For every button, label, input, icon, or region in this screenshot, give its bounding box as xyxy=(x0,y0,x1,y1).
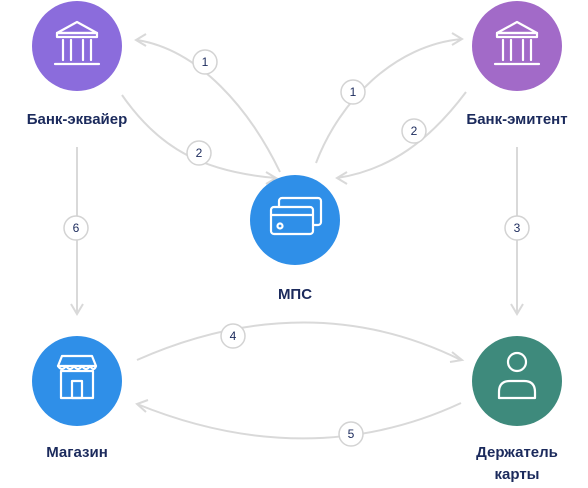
connector-mps-to-issuer xyxy=(315,32,464,164)
connector-shop-to-cardholder xyxy=(136,321,465,363)
node-label-cardholder-line1: Держатель xyxy=(476,444,558,461)
node-label-mps: МПС xyxy=(278,286,312,303)
connector-acquirer-to-mps xyxy=(121,94,278,185)
node-label-issuer: Банк-эмитент xyxy=(466,111,567,128)
cards-icon xyxy=(269,196,323,236)
step-label: 2 xyxy=(196,146,203,160)
node-label-acquirer: Банк-эквайер xyxy=(27,111,128,128)
step-badge: 5 xyxy=(338,421,364,447)
step-badge: 3 xyxy=(504,215,530,241)
connector-issuer-to-mps xyxy=(335,91,467,185)
step-label: 5 xyxy=(348,427,355,441)
connector-cardholder-to-shop xyxy=(135,399,462,440)
node-label-shop: Магазин xyxy=(46,444,108,461)
step-badge: 4 xyxy=(220,323,246,349)
node-cardholder: Держатель карты xyxy=(472,336,562,483)
bank-icon xyxy=(53,20,101,66)
step-badge: 1 xyxy=(192,49,218,75)
step-label: 4 xyxy=(230,329,237,343)
user-icon xyxy=(497,351,537,400)
shop-icon xyxy=(56,354,98,400)
step-label: 3 xyxy=(514,221,521,235)
step-badge: 1 xyxy=(340,79,366,105)
bank-icon xyxy=(493,20,541,66)
connector-mps-to-acquirer xyxy=(134,33,281,173)
node-label-cardholder-line2: карты xyxy=(495,466,540,483)
step-badge: 2 xyxy=(401,118,427,144)
node-mps: МПС xyxy=(250,175,340,303)
step-label: 2 xyxy=(411,124,418,138)
node-acquirer: Банк-эквайер xyxy=(27,1,128,128)
step-badges: 1 2 1 2 3 4 5 6 xyxy=(63,49,530,447)
step-label: 6 xyxy=(73,221,80,235)
step-badge: 6 xyxy=(63,215,89,241)
connectors xyxy=(70,32,524,440)
step-label: 1 xyxy=(202,55,209,69)
node-issuer: Банк-эмитент xyxy=(466,1,568,128)
node-shop: Магазин xyxy=(32,336,122,461)
step-label: 1 xyxy=(350,85,357,99)
step-badge: 2 xyxy=(186,140,212,166)
